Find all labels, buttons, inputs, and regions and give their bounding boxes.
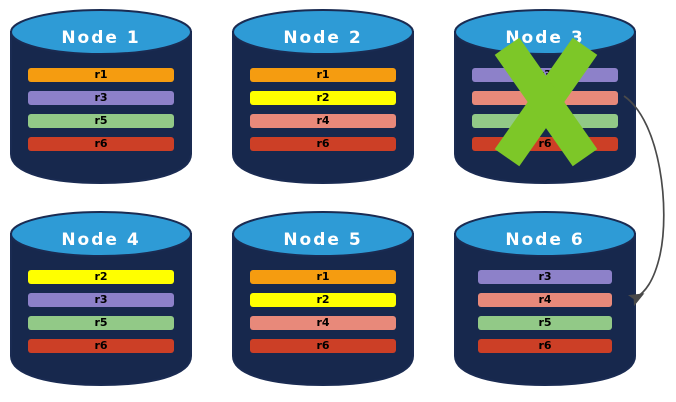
replica-bar-r4[interactable]: r4	[250, 114, 396, 128]
replica-bar-r4[interactable]: r4	[478, 293, 612, 307]
replica-bar-r5[interactable]: r5	[472, 114, 618, 128]
cylinder-top-ellipse	[232, 211, 414, 257]
replica-bar-list: r3 r4 r5 r6	[452, 6, 638, 186]
replica-bar-list: r1 r3 r5 r6	[8, 6, 194, 186]
replica-bar-r2[interactable]: r2	[250, 293, 396, 307]
replica-bar-r2[interactable]: r2	[28, 270, 174, 284]
replica-bar-r3[interactable]: r3	[478, 270, 612, 284]
replica-bar-r3[interactable]: r3	[28, 293, 174, 307]
replica-bar-r4[interactable]: r4	[472, 91, 618, 105]
replica-bar-list: r1 r2 r4 r6	[230, 6, 416, 186]
cylinder-top-ellipse	[232, 9, 414, 55]
replica-bar-r5[interactable]: r5	[28, 114, 174, 128]
cylinder-top-ellipse	[10, 9, 192, 55]
replica-bar-r3[interactable]: r3	[28, 91, 174, 105]
replica-bar-r2[interactable]: r2	[250, 91, 396, 105]
replica-bar-r1[interactable]: r1	[250, 68, 396, 82]
replica-bar-r6[interactable]: r6	[478, 339, 612, 353]
replica-bar-list: r2 r3 r5 r6	[8, 208, 194, 388]
replica-bar-r6[interactable]: r6	[250, 137, 396, 151]
replica-bar-r6[interactable]: r6	[28, 339, 174, 353]
cylinder-top-ellipse	[10, 211, 192, 257]
replica-bar-r5[interactable]: r5	[478, 316, 612, 330]
replica-bar-r5[interactable]: r5	[28, 316, 174, 330]
replica-bar-list: r1 r2 r4 r6	[230, 208, 416, 388]
replica-bar-list: r3 r4 r5 r6	[452, 208, 638, 388]
replica-bar-r1[interactable]: r1	[28, 68, 174, 82]
replica-bar-r6[interactable]: r6	[250, 339, 396, 353]
replica-bar-r3[interactable]: r3	[472, 68, 618, 82]
replica-bar-r4[interactable]: r4	[250, 316, 396, 330]
replica-bar-r6[interactable]: r6	[28, 137, 174, 151]
replica-bar-r1[interactable]: r1	[250, 270, 396, 284]
replica-bar-r6[interactable]: r6	[472, 137, 618, 151]
